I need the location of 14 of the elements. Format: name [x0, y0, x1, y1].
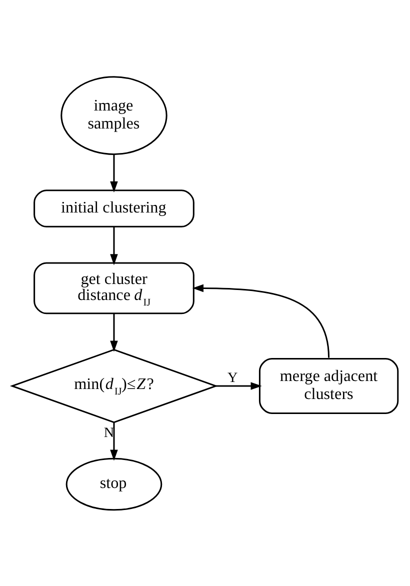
arrow [110, 154, 118, 192]
node-box: merge adjacent clusters [258, 358, 399, 414]
node-ellipse: image samples [60, 76, 168, 154]
arrow [110, 226, 118, 265]
node-box: initial clustering [34, 189, 194, 227]
edge-label: Y [227, 370, 238, 386]
arrow [110, 313, 118, 352]
node-box: get cluster distance d$_{IJ}$ [34, 262, 194, 314]
edge-label: N [104, 424, 114, 440]
arrow [110, 422, 118, 460]
node-diamond: min(d$_{IJ}$)≤Z? [10, 348, 218, 423]
node-ellipse: stop [66, 457, 162, 510]
arrow [192, 284, 330, 358]
arrow [216, 382, 262, 390]
